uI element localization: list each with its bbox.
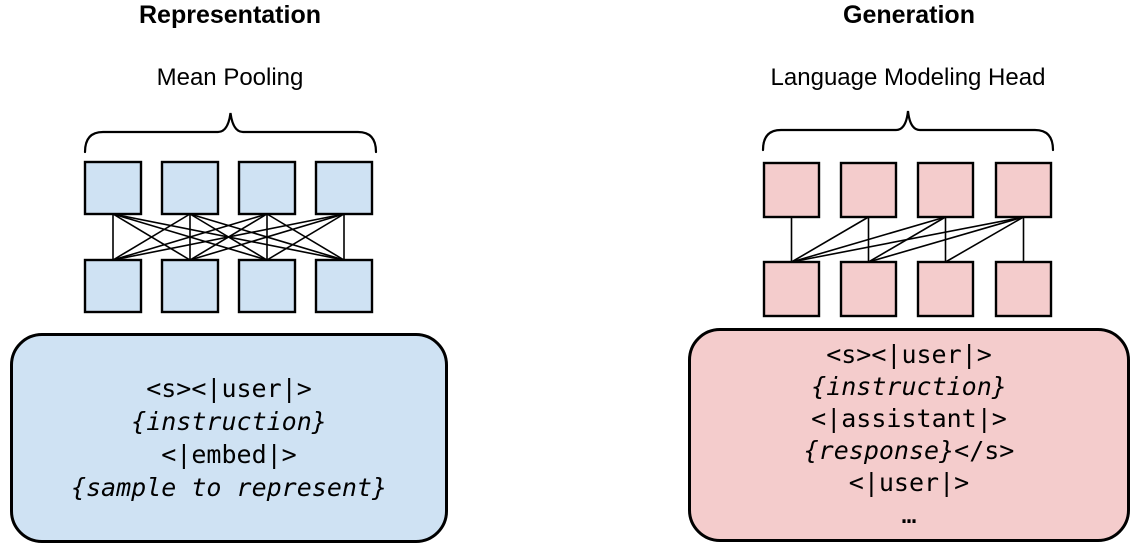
generation-attention-diagram [761, 110, 1055, 318]
bidirectional-attention-lines [112, 213, 345, 261]
attention-line [266, 213, 345, 261]
token-square [314, 160, 374, 216]
brace-icon [83, 112, 378, 154]
prompt-text: <|assistant|> [811, 404, 1007, 433]
attention-line [112, 213, 268, 261]
prompt-line: {instruction} [131, 405, 327, 438]
prompt-text: {response} [803, 436, 955, 465]
representation-bottom-token-row [83, 258, 374, 314]
representation-title: Representation [139, 1, 321, 29]
token-square [916, 260, 975, 318]
prompt-text: {instruction} [131, 407, 327, 436]
token-square [237, 258, 297, 314]
token-square [160, 160, 220, 216]
attention-line [791, 216, 946, 263]
token-square [762, 260, 821, 318]
mean-pooling-label: Mean Pooling [156, 64, 304, 91]
prompt-text: {instruction} [811, 372, 1007, 401]
prompt-line: {instruction} [811, 371, 1007, 403]
representation-prompt-box: <s><|user|> {instruction} <|embed|> {sam… [10, 333, 448, 543]
token-square [314, 258, 374, 314]
attention-line [189, 213, 345, 261]
language-modeling-head-label: Language Modeling Head [770, 64, 1046, 91]
attention-line [868, 216, 1024, 263]
prompt-line: {sample to represent} [71, 471, 387, 504]
causal-attention-lines [790, 216, 1025, 263]
prompt-text: {sample to represent} [70, 473, 388, 502]
prompt-text: <s><|user|> [146, 374, 312, 403]
attention-line [791, 216, 1024, 263]
token-square [83, 160, 143, 216]
token-square [839, 260, 898, 318]
generation-bottom-token-row [762, 260, 1053, 318]
attention-line [791, 216, 869, 263]
token-square [839, 161, 898, 219]
attention-line [945, 216, 1024, 263]
prompt-line: … [901, 499, 916, 531]
prompt-line: <s><|user|> [826, 339, 992, 371]
generation-title: Generation [843, 1, 975, 29]
attention-line [112, 213, 191, 261]
token-square [994, 161, 1053, 219]
token-square [762, 161, 821, 219]
prompt-text: <s><|user|> [826, 340, 992, 369]
token-square [916, 161, 975, 219]
token-square [994, 260, 1053, 318]
prompt-line: <s><|user|> [146, 372, 312, 405]
generation-top-token-row [762, 161, 1053, 219]
generation-prompt-box: <s><|user|> {instruction} <|assistant|> … [688, 328, 1130, 542]
brace-icon [761, 110, 1055, 152]
token-square [160, 258, 220, 314]
token-square [83, 258, 143, 314]
representation-attention-diagram [83, 112, 378, 314]
attention-line [112, 213, 345, 261]
representation-top-token-row [83, 160, 374, 216]
prompt-text: <|user|> [848, 468, 970, 497]
prompt-text: <|embed|> [161, 440, 297, 469]
ellipsis-text: … [901, 500, 917, 529]
prompt-line: {response}</s> [804, 435, 1015, 467]
prompt-line: <|embed|> [161, 438, 296, 471]
prompt-line: <|user|> [849, 467, 969, 499]
prompt-text: </s> [954, 436, 1015, 465]
prompt-line: <|assistant|> [811, 403, 1007, 435]
token-square [237, 160, 297, 216]
